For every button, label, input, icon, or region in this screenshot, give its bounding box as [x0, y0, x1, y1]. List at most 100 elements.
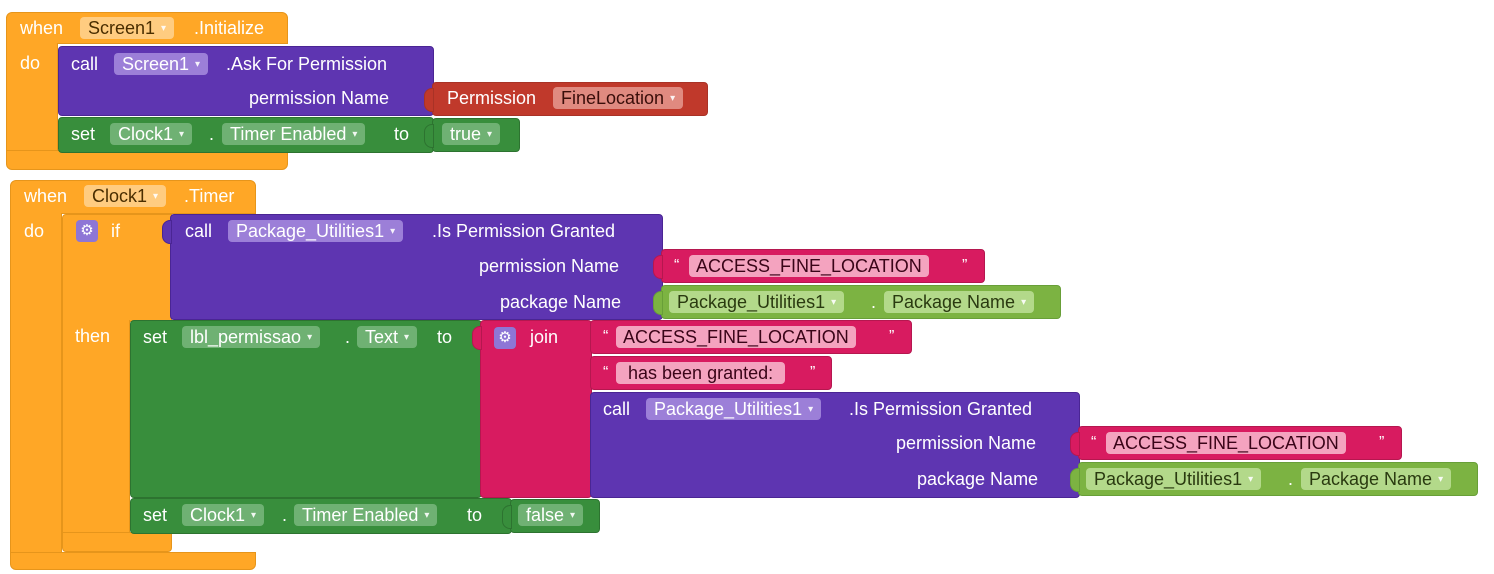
package-name-property-dropdown[interactable]: Package Name▾	[1301, 468, 1452, 490]
chevron-down-icon: ▾	[487, 129, 493, 141]
chevron-down-icon: ▾	[161, 23, 167, 35]
close-quote: ”	[962, 257, 968, 274]
package-component-dropdown[interactable]: Package_Utilities1 ▾	[1086, 468, 1262, 490]
text-string-value[interactable]: ACCESS_FINE_LOCATION	[689, 255, 929, 277]
socket-label-package-name: package Name	[500, 292, 622, 312]
if-then-block-footer	[62, 532, 172, 552]
text-string-value[interactable]: ACCESS_FINE_LOCATION	[1106, 432, 1346, 454]
text-property-dropdown[interactable]: Text ▾	[357, 326, 418, 348]
event-block-screen-initialize-footer	[6, 150, 288, 170]
package-name-property-dropdown[interactable]: Package Name ▾	[884, 291, 1035, 313]
close-quote: ”	[889, 328, 895, 345]
chevron-down-icon: ▾	[352, 129, 358, 141]
dot-separator: .	[871, 292, 877, 312]
dropdown-value: Text	[365, 327, 399, 347]
to-keyword: to	[394, 124, 410, 144]
chevron-down-icon: ▾	[251, 510, 257, 522]
timer-property-dropdown[interactable]: Timer Enabled ▾	[222, 123, 366, 145]
call-keyword: call	[185, 221, 213, 241]
when-keyword: when	[20, 18, 64, 38]
dropdown-value: Package_Utilities1	[1094, 469, 1243, 489]
text-string-value[interactable]: ACCESS_FINE_LOCATION	[616, 326, 856, 348]
clock-component-dropdown[interactable]: Clock1▾	[182, 504, 265, 526]
chevron-down-icon: ▾	[404, 332, 410, 344]
chevron-down-icon: ▾	[831, 297, 837, 309]
dropdown-value: Package_Utilities1	[236, 221, 385, 241]
call-is-permission-granted-block[interactable]	[170, 214, 663, 320]
dot-separator: .	[345, 327, 351, 347]
screen-component-dropdown[interactable]: Screen1 ▾	[80, 17, 175, 39]
clock-component-dropdown[interactable]: Clock1▾	[84, 185, 167, 207]
text-string-value[interactable]: has been granted:	[616, 362, 786, 384]
call-keyword: call	[71, 54, 99, 74]
event-block-screen-initialize-body	[6, 43, 58, 155]
timer-property-dropdown[interactable]: Timer Enabled▾	[294, 504, 438, 526]
if-then-block-body	[62, 320, 130, 542]
chevron-down-icon: ▾	[570, 510, 576, 522]
chevron-down-icon: ▾	[195, 59, 201, 71]
chevron-down-icon: ▾	[307, 332, 313, 344]
socket-notch	[653, 291, 663, 315]
dropdown-value: Timer Enabled	[302, 505, 419, 525]
socket-notch	[502, 505, 512, 529]
when-keyword: when	[24, 186, 68, 206]
to-keyword: to	[467, 505, 483, 525]
method-name: .Is Permission Granted	[849, 399, 1033, 419]
dropdown-value: Package_Utilities1	[654, 399, 803, 419]
package-component-dropdown[interactable]: Package_Utilities1 ▾	[228, 220, 404, 242]
then-keyword: then	[75, 326, 111, 346]
label-component-dropdown[interactable]: lbl_permissao ▾	[182, 326, 321, 348]
dot-separator: .	[1288, 469, 1294, 489]
dropdown-value: Clock1	[92, 186, 148, 206]
chevron-down-icon: ▾	[390, 226, 396, 238]
dropdown-value: Clock1	[118, 124, 174, 144]
method-name: .Is Permission Granted	[432, 221, 616, 241]
permission-label: Permission	[447, 88, 537, 108]
set-keyword: set	[143, 505, 168, 525]
socket-label-permission-name: permission Name	[249, 88, 390, 108]
chevron-down-icon: ▾	[1248, 474, 1254, 486]
if-keyword: if	[111, 221, 120, 241]
join-block[interactable]	[480, 320, 592, 498]
chevron-down-icon: ▾	[808, 404, 814, 416]
socket-label-permission-name: permission Name	[896, 433, 1037, 453]
open-quote: “	[674, 257, 680, 274]
socket-notch	[1070, 432, 1080, 456]
method-name: .Ask For Permission	[226, 54, 388, 74]
dropdown-value: Screen1	[122, 54, 190, 74]
join-keyword: join	[530, 327, 559, 347]
socket-notch	[424, 88, 434, 112]
call-ask-for-permission-block[interactable]	[58, 46, 434, 116]
socket-notch	[472, 326, 482, 350]
open-quote: “	[1091, 434, 1097, 451]
dropdown-value: FineLocation	[561, 88, 665, 108]
chevron-down-icon: ▾	[1021, 297, 1027, 309]
package-component-dropdown[interactable]: Package_Utilities1 ▾	[669, 291, 845, 313]
dropdown-value: Screen1	[88, 18, 156, 38]
dropdown-value: Timer Enabled	[230, 124, 347, 144]
ask-component-dropdown[interactable]: Screen1 ▾	[114, 53, 209, 75]
clock-component-dropdown[interactable]: Clock1▾	[110, 123, 193, 145]
gear-icon[interactable]: ⚙	[494, 327, 516, 349]
true-value-dropdown[interactable]: true▾	[442, 123, 501, 145]
open-quote: “	[603, 364, 609, 381]
false-value-dropdown[interactable]: false▾	[518, 504, 584, 526]
set-keyword: set	[71, 124, 96, 144]
event-name: .Initialize	[194, 18, 265, 38]
dropdown-value: Package Name	[1309, 469, 1433, 489]
socket-notch	[653, 255, 663, 279]
chevron-down-icon: ▾	[670, 93, 676, 105]
dropdown-value: lbl_permissao	[190, 327, 302, 347]
socket-label-permission-name: permission Name	[479, 256, 620, 276]
dot-separator: .	[209, 124, 215, 144]
dropdown-value: Package Name	[892, 292, 1016, 312]
event-block-clock-timer-body	[10, 213, 62, 558]
package-component-dropdown[interactable]: Package_Utilities1 ▾	[646, 398, 822, 420]
event-name: .Timer	[184, 186, 235, 206]
close-quote: ”	[1379, 434, 1385, 451]
dot-separator: .	[282, 505, 288, 525]
permission-value-dropdown[interactable]: FineLocation ▾	[553, 87, 684, 109]
gear-icon[interactable]: ⚙	[76, 220, 98, 242]
dropdown-value: Package_Utilities1	[677, 292, 826, 312]
close-quote: ”	[810, 364, 816, 381]
